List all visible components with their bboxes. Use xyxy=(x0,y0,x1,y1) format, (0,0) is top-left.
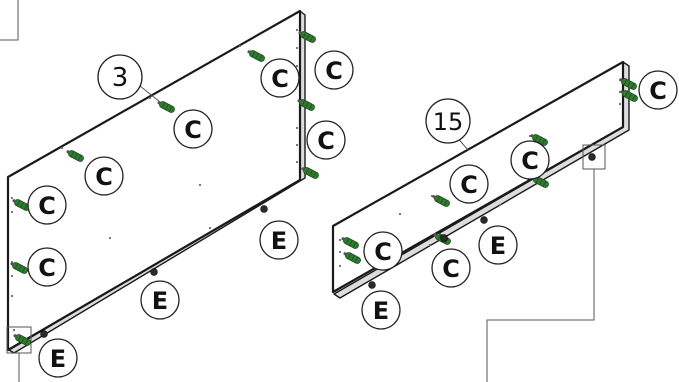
cam-holes xyxy=(40,153,596,338)
callout-label: E xyxy=(152,287,168,315)
callout-label: C xyxy=(374,238,392,266)
dowel-14 xyxy=(432,195,450,207)
callout-dowel-5: C xyxy=(306,120,346,160)
pilot-hole-11 xyxy=(10,274,14,278)
pilot-hole-14 xyxy=(238,44,242,48)
pilot-hole-30 xyxy=(428,243,432,247)
pilot-hole-3 xyxy=(295,64,299,68)
callout-cam-15: E xyxy=(259,220,299,260)
callout-label: E xyxy=(373,297,389,325)
callout-dowel-14: C xyxy=(431,248,471,288)
cam-hole-3 xyxy=(40,330,48,338)
pilot-hole-5 xyxy=(295,126,299,130)
pilot-hole-16 xyxy=(60,146,64,150)
callout-dowel-4: C xyxy=(314,50,354,90)
pilot-hole-13 xyxy=(12,328,16,332)
pilot-hole-23 xyxy=(338,238,342,242)
callout-label: E xyxy=(490,232,506,260)
callout-label: C xyxy=(184,116,202,144)
part-number-label: 3 xyxy=(112,63,129,93)
dowel-10 xyxy=(619,78,637,90)
pilot-hole-19 xyxy=(208,226,212,230)
callout-dowel-6: C xyxy=(173,109,213,149)
callout-dowel-3: C xyxy=(260,58,300,98)
callout-label: C xyxy=(649,77,667,105)
pilot-hole-28 xyxy=(398,212,402,216)
callout-label: C xyxy=(460,171,478,199)
callout-cam-18: E xyxy=(478,225,518,265)
pilot-hole-15 xyxy=(148,96,152,100)
cam-hole-7 xyxy=(588,153,596,161)
dowel-8 xyxy=(10,262,28,274)
pilot-hole-2 xyxy=(295,46,299,50)
pilot-hole-12 xyxy=(10,294,14,298)
callout-dowel-13: C xyxy=(363,231,403,271)
callout-dowel-8: C xyxy=(27,185,67,225)
callout-label: C xyxy=(38,192,56,220)
pilot-hole-1 xyxy=(295,28,299,32)
callout-cam-17: E xyxy=(38,338,78,378)
dowel-17 xyxy=(343,252,361,264)
callout-dowel-10: C xyxy=(638,70,678,110)
callout-label: E xyxy=(271,227,287,255)
cam-hole-2 xyxy=(150,268,158,276)
callout-dowel-9: C xyxy=(27,247,67,287)
dowel-1 xyxy=(298,31,316,43)
dowel-5 xyxy=(157,101,175,113)
pilot-hole-22 xyxy=(618,102,622,106)
callout-label: C xyxy=(521,147,539,175)
pilot-hole-29 xyxy=(498,203,502,207)
cam-hole-5 xyxy=(440,234,448,242)
callout-label: C xyxy=(442,255,460,283)
leaders xyxy=(6,85,606,382)
part-number-label: 15 xyxy=(433,108,464,136)
cam-hole-4 xyxy=(480,216,488,224)
callout-dowel-12: C xyxy=(449,164,489,204)
pilot-hole-17 xyxy=(198,183,202,187)
pilot-hole-24 xyxy=(338,250,342,254)
dowel-4 xyxy=(247,50,265,62)
corner-bracket xyxy=(0,0,19,41)
callout-label: C xyxy=(271,65,289,93)
pilot-hole-8 xyxy=(10,196,14,200)
callout-label: E xyxy=(50,345,66,373)
callout-dowel-7: C xyxy=(84,156,124,196)
callout-label: C xyxy=(38,254,56,282)
dowel-9 xyxy=(13,334,31,346)
dowel-2 xyxy=(297,99,315,111)
part-number-callout-15: 15 xyxy=(425,98,471,144)
callout-label: C xyxy=(325,57,343,85)
callout-label: C xyxy=(95,163,113,191)
dowel-16 xyxy=(341,237,359,249)
cam-hole-1 xyxy=(260,205,268,213)
pilot-hole-7 xyxy=(295,160,299,164)
cam-hole-6 xyxy=(368,281,376,289)
panel-3-face xyxy=(6,9,302,352)
dowels xyxy=(10,31,638,346)
pilot-hole-25 xyxy=(338,264,342,268)
callout-cam-16: E xyxy=(140,280,180,320)
pilot-hole-18 xyxy=(108,236,112,240)
callout-dowel-11: C xyxy=(510,140,550,180)
pilot-hole-6 xyxy=(295,143,299,147)
dowel-6 xyxy=(66,150,84,162)
callout-label: C xyxy=(317,127,335,155)
part-number-callout-3: 3 xyxy=(97,54,143,100)
callout-cam-19: E xyxy=(361,290,401,330)
dowel-3 xyxy=(301,167,319,179)
pilot-hole-9 xyxy=(10,210,14,214)
dowel-11 xyxy=(620,90,638,102)
